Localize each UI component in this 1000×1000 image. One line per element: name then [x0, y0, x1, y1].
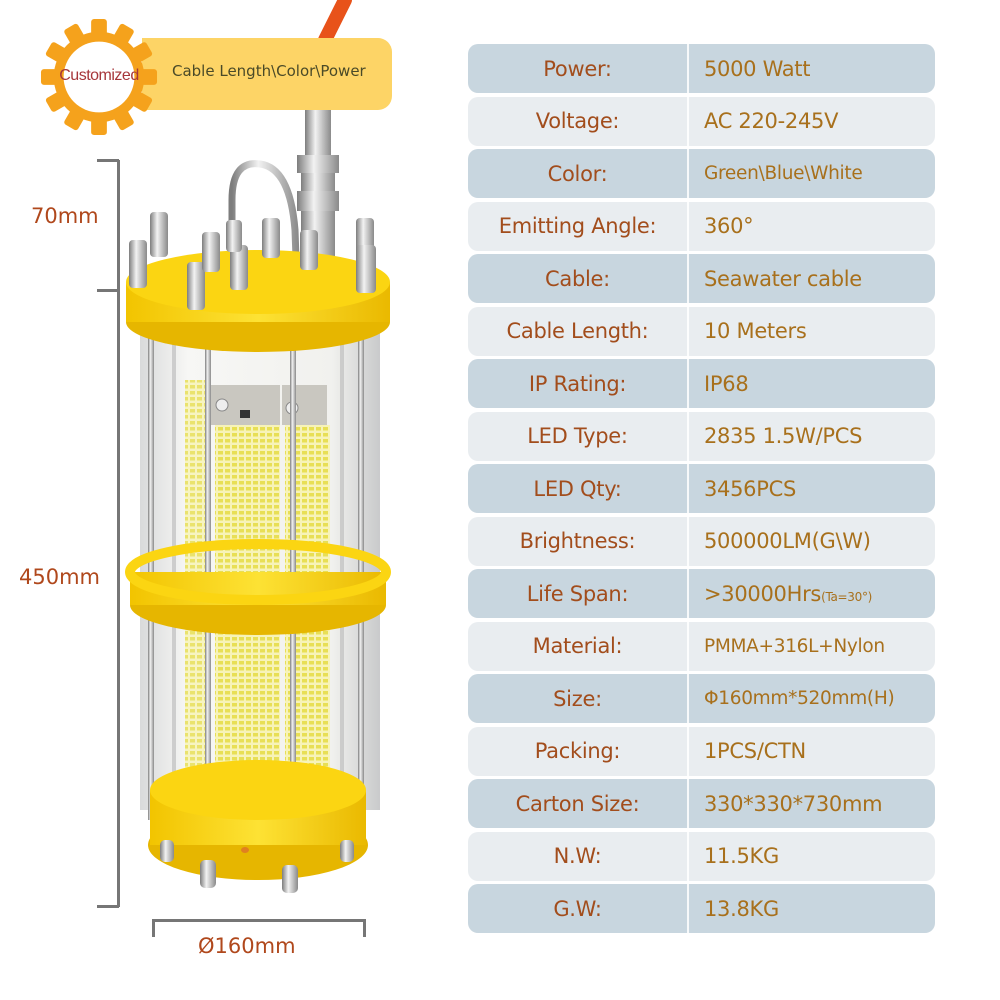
- badge-text: Cable Length\Color\Power: [172, 62, 366, 80]
- top-height-label: 70mm: [31, 204, 99, 228]
- diameter-label: Ø160mm: [198, 934, 296, 958]
- spec-row: Emitting Angle: 360°: [468, 201, 935, 251]
- spec-label: N.W:: [553, 844, 602, 868]
- spec-value-text: 10 Meters: [704, 319, 807, 343]
- spec-divider: [687, 621, 689, 671]
- spec-divider: [687, 254, 689, 303]
- spec-row: Power: 5000 Watt: [468, 44, 935, 93]
- spec-divider: [687, 516, 689, 566]
- gear-icon: [40, 18, 158, 136]
- spec-value-text: Φ160mm*520mm(H): [704, 688, 895, 709]
- spec-value-text: 13.8KG: [704, 896, 780, 921]
- spec-divider: [687, 726, 689, 776]
- spec-label: Packing:: [534, 739, 621, 763]
- spec-value-text: Seawater cable: [704, 266, 862, 291]
- spec-value: >30000Hrs(Ta=30°): [689, 582, 935, 606]
- spec-divider: [687, 201, 689, 251]
- spec-divider: [687, 149, 689, 198]
- spec-value-text: IP68: [704, 371, 749, 396]
- spec-label: G.W:: [553, 896, 602, 921]
- spec-value-suffix: (Ta=30°): [821, 589, 873, 604]
- spec-row: Brightness: 500000LM(G\W): [468, 516, 935, 566]
- spec-value-text: 3456PCS: [704, 476, 797, 501]
- spec-divider: [687, 674, 689, 723]
- spec-value: Green\Blue\White: [689, 163, 935, 184]
- spec-value-text: AC 220-245V: [704, 109, 839, 133]
- spec-value: 500000LM(G\W): [689, 529, 935, 553]
- spec-label: Carton Size:: [515, 791, 640, 816]
- spec-label: Power:: [543, 56, 612, 81]
- spec-value: AC 220-245V: [689, 109, 935, 133]
- spec-label: LED Type:: [527, 424, 628, 448]
- gear-label: Customized: [59, 67, 139, 84]
- spec-divider: [687, 96, 689, 146]
- spec-label: LED Qty:: [533, 476, 622, 501]
- spec-value: 330*330*730mm: [689, 792, 935, 816]
- spec-row: Carton Size: 330*330*730mm: [468, 779, 935, 828]
- spec-label: Cable Length:: [506, 319, 649, 343]
- spec-row: LED Qty: 3456PCS: [468, 464, 935, 513]
- spec-label: Color:: [547, 161, 608, 186]
- lamp-illustration-icon: [125, 0, 391, 893]
- spec-value-text: 360°: [704, 214, 754, 238]
- spec-divider: [687, 359, 689, 408]
- badge-banner: [142, 38, 392, 110]
- spec-row: Color: Green\Blue\White: [468, 149, 935, 198]
- spec-row: IP Rating: IP68: [468, 359, 935, 408]
- spec-value-text: 11.5KG: [704, 844, 780, 868]
- spec-value-text: Green\Blue\White: [704, 163, 863, 184]
- customized-badge: Cable Length\Color\Power Customized: [22, 12, 392, 140]
- spec-row: Cable Length: 10 Meters: [468, 306, 935, 356]
- spec-value: 11.5KG: [689, 844, 935, 868]
- spec-value-text: 1PCS/CTN: [704, 739, 806, 763]
- spec-label: Voltage:: [535, 109, 620, 133]
- spec-row: N.W: 11.5KG: [468, 831, 935, 881]
- spec-label: Emitting Angle:: [498, 214, 657, 238]
- spec-value-text: 5000 Watt: [704, 56, 811, 81]
- spec-divider: [687, 44, 689, 93]
- spec-value-text: >30000Hrs: [704, 581, 822, 606]
- spec-value: 10 Meters: [689, 319, 935, 343]
- spec-value: Seawater cable: [689, 267, 935, 291]
- spec-label: Material:: [532, 634, 623, 658]
- spec-label: Brightness:: [519, 529, 636, 553]
- spec-row: Packing: 1PCS/CTN: [468, 726, 935, 776]
- spec-label: Cable:: [545, 266, 610, 291]
- spec-row: Cable: Seawater cable: [468, 254, 935, 303]
- spec-value-text: PMMA+316L+Nylon: [704, 635, 885, 657]
- spec-row: Size: Φ160mm*520mm(H): [468, 674, 935, 723]
- spec-row: LED Type: 2835 1.5W/PCS: [468, 411, 935, 461]
- spec-divider: [687, 569, 689, 618]
- spec-value-text: 500000LM(G\W): [704, 529, 871, 553]
- spec-value: 5000 Watt: [689, 57, 935, 81]
- spec-label: Life Span:: [526, 581, 629, 606]
- spec-divider: [687, 411, 689, 461]
- spec-divider: [687, 831, 689, 881]
- body-height-label: 450mm: [19, 565, 100, 589]
- spec-divider: [687, 464, 689, 513]
- spec-row: G.W: 13.8KG: [468, 884, 935, 933]
- spec-value: 1PCS/CTN: [689, 739, 935, 763]
- spec-value: IP68: [689, 372, 935, 396]
- spec-label: Size:: [553, 686, 602, 711]
- spec-value: PMMA+316L+Nylon: [689, 636, 935, 657]
- spec-value: 13.8KG: [689, 897, 935, 921]
- spec-value-text: 330*330*730mm: [704, 791, 883, 816]
- spec-row: Voltage: AC 220-245V: [468, 96, 935, 146]
- spec-divider: [687, 779, 689, 828]
- spec-value: 360°: [689, 214, 935, 238]
- spec-row: Life Span: >30000Hrs(Ta=30°): [468, 569, 935, 618]
- spec-label: IP Rating:: [528, 371, 627, 396]
- spec-value: 3456PCS: [689, 477, 935, 501]
- spec-row: Material: PMMA+316L+Nylon: [468, 621, 935, 671]
- spec-value-text: 2835 1.5W/PCS: [704, 424, 863, 448]
- spec-value: Φ160mm*520mm(H): [689, 688, 935, 709]
- spec-value: 2835 1.5W/PCS: [689, 424, 935, 448]
- spec-divider: [687, 306, 689, 356]
- spec-divider: [687, 884, 689, 933]
